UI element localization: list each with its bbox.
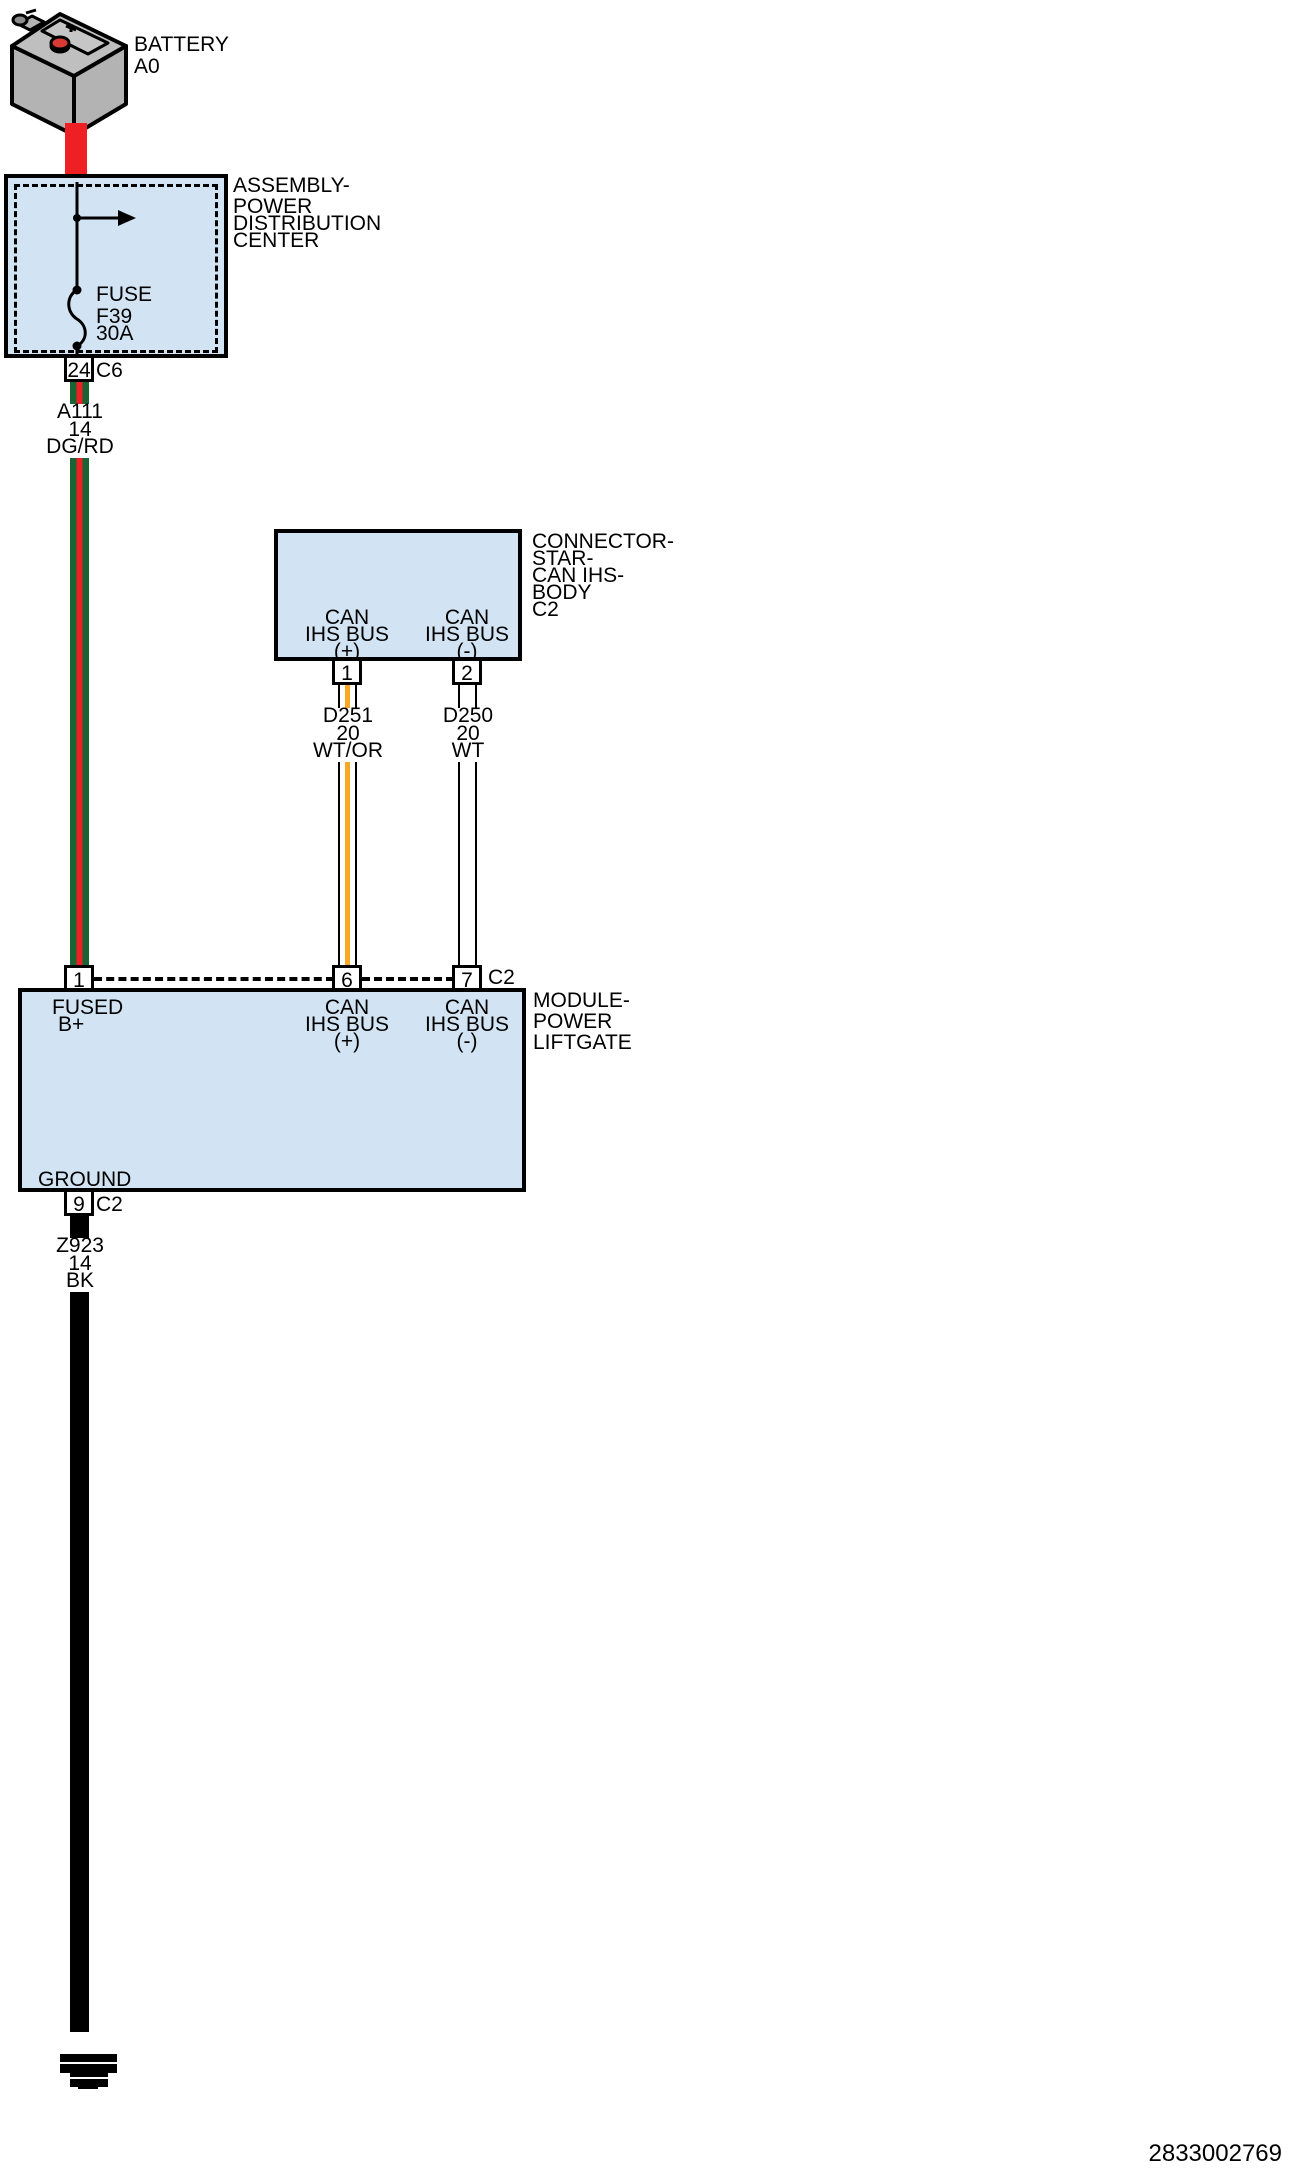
- diagram-id-number: 2833002769: [1148, 2140, 1282, 2167]
- star-terminal-1-line2: IHS BUS: [304, 623, 390, 646]
- wire-z923-lower: [70, 1292, 89, 2032]
- ground-bar-3: [78, 2083, 98, 2089]
- power-distribution-center-box: [4, 174, 228, 358]
- module-ground-c2-label: C2: [96, 1193, 123, 1216]
- pdc-label-line2: POWER: [233, 195, 313, 218]
- wire-d251-circuit: D251: [322, 704, 374, 727]
- ground-bar-2: [70, 2070, 108, 2077]
- wire-a111-color: DG/RD: [46, 435, 114, 458]
- module-terminal-6-line3: (+): [333, 1030, 361, 1053]
- star-connector-label-line5: C2: [532, 598, 559, 621]
- module-terminal-7-line1: CAN: [444, 996, 490, 1019]
- pdc-label-line3: DISTRIBUTION: [233, 212, 382, 235]
- power-liftgate-module-box: [18, 988, 526, 1192]
- star-connector-label-line4: BODY: [532, 581, 592, 604]
- wire-battery-feed: [65, 123, 87, 183]
- wire-z923-upper: [70, 1216, 89, 1238]
- wire-d250-circuit: D250: [442, 704, 494, 727]
- battery-label-line1: BATTERY: [134, 33, 229, 56]
- pin-star-1[interactable]: 1: [332, 661, 362, 685]
- module-terminal-7-line2: IHS BUS: [424, 1013, 510, 1036]
- module-label-line2: POWER: [533, 1010, 613, 1033]
- wire-d251-color: WT/OR: [313, 739, 383, 762]
- fuse-label-rating: 30A: [96, 322, 134, 345]
- ground-bar-1: [60, 2054, 117, 2062]
- wire-a111-gauge: 14: [68, 418, 92, 441]
- wire-a111-lower: [70, 458, 89, 975]
- wire-d251-lower: [338, 762, 357, 975]
- star-terminal-2-line1: CAN: [444, 606, 490, 629]
- pin-module-6[interactable]: 6: [332, 965, 362, 992]
- module-terminal-6-line2: IHS BUS: [304, 1013, 390, 1036]
- wire-z923-gauge: 14: [68, 1252, 92, 1275]
- pdc-label-line4: CENTER: [233, 229, 320, 252]
- wire-d251-upper: [338, 685, 357, 708]
- module-terminal-6-line1: CAN: [324, 996, 370, 1019]
- wire-d250-gauge: 20: [456, 722, 480, 745]
- pdc-connector-c6-label: C6: [96, 359, 123, 382]
- module-terminal-1-line2: B+: [58, 1013, 85, 1036]
- module-connector-c2-label: C2: [488, 966, 515, 989]
- star-terminal-1-line1: CAN: [324, 606, 370, 629]
- module-label-line1: MODULE-: [533, 989, 630, 1012]
- star-connector-label-line3: CAN IHS-: [532, 564, 625, 587]
- star-connector-label-line1: CONNECTOR-: [532, 530, 674, 553]
- module-terminal-1-line1: FUSED: [52, 996, 124, 1019]
- pdc-internal-circuit: [0, 174, 228, 364]
- fuse-label-id: F39: [96, 305, 133, 328]
- star-terminal-2-line2: IHS BUS: [424, 623, 510, 646]
- star-terminal-2-line3: (-): [456, 640, 478, 663]
- module-connector-dash-right: [362, 977, 454, 981]
- battery-symbol: [8, 4, 138, 134]
- wire-d250-color: WT: [451, 739, 485, 762]
- module-terminal-7-line3: (-): [456, 1030, 478, 1053]
- star-terminal-1-line3: (+): [333, 640, 361, 663]
- module-label-line3: LIFTGATE: [533, 1031, 632, 1054]
- star-connector-label-line2: STAR-: [532, 547, 594, 570]
- pdc-dashed-border: [14, 184, 218, 353]
- pin-pdc-24[interactable]: 24: [64, 358, 94, 382]
- wire-a111-circuit: A111: [57, 400, 103, 423]
- pdc-label-line1: ASSEMBLY-: [233, 174, 350, 197]
- module-connector-dash-left: [94, 977, 334, 981]
- pin-module-1[interactable]: 1: [64, 965, 94, 992]
- wire-d251-gauge: 20: [336, 722, 360, 745]
- pin-star-2[interactable]: 2: [452, 661, 482, 685]
- wire-d250-lower: [458, 762, 477, 975]
- wire-z923-color: BK: [65, 1269, 95, 1292]
- wire-a111-upper: [70, 382, 89, 404]
- pin-module-9[interactable]: 9: [64, 1192, 94, 1216]
- wire-z923-circuit: Z923: [56, 1234, 104, 1257]
- battery-label-line2: A0: [134, 55, 160, 78]
- star-connector-box: [274, 529, 522, 661]
- pin-module-7[interactable]: 7: [452, 965, 482, 992]
- wire-d250-upper: [458, 685, 477, 708]
- module-ground-label: GROUND: [38, 1168, 132, 1191]
- fuse-label-name: FUSE: [96, 283, 153, 306]
